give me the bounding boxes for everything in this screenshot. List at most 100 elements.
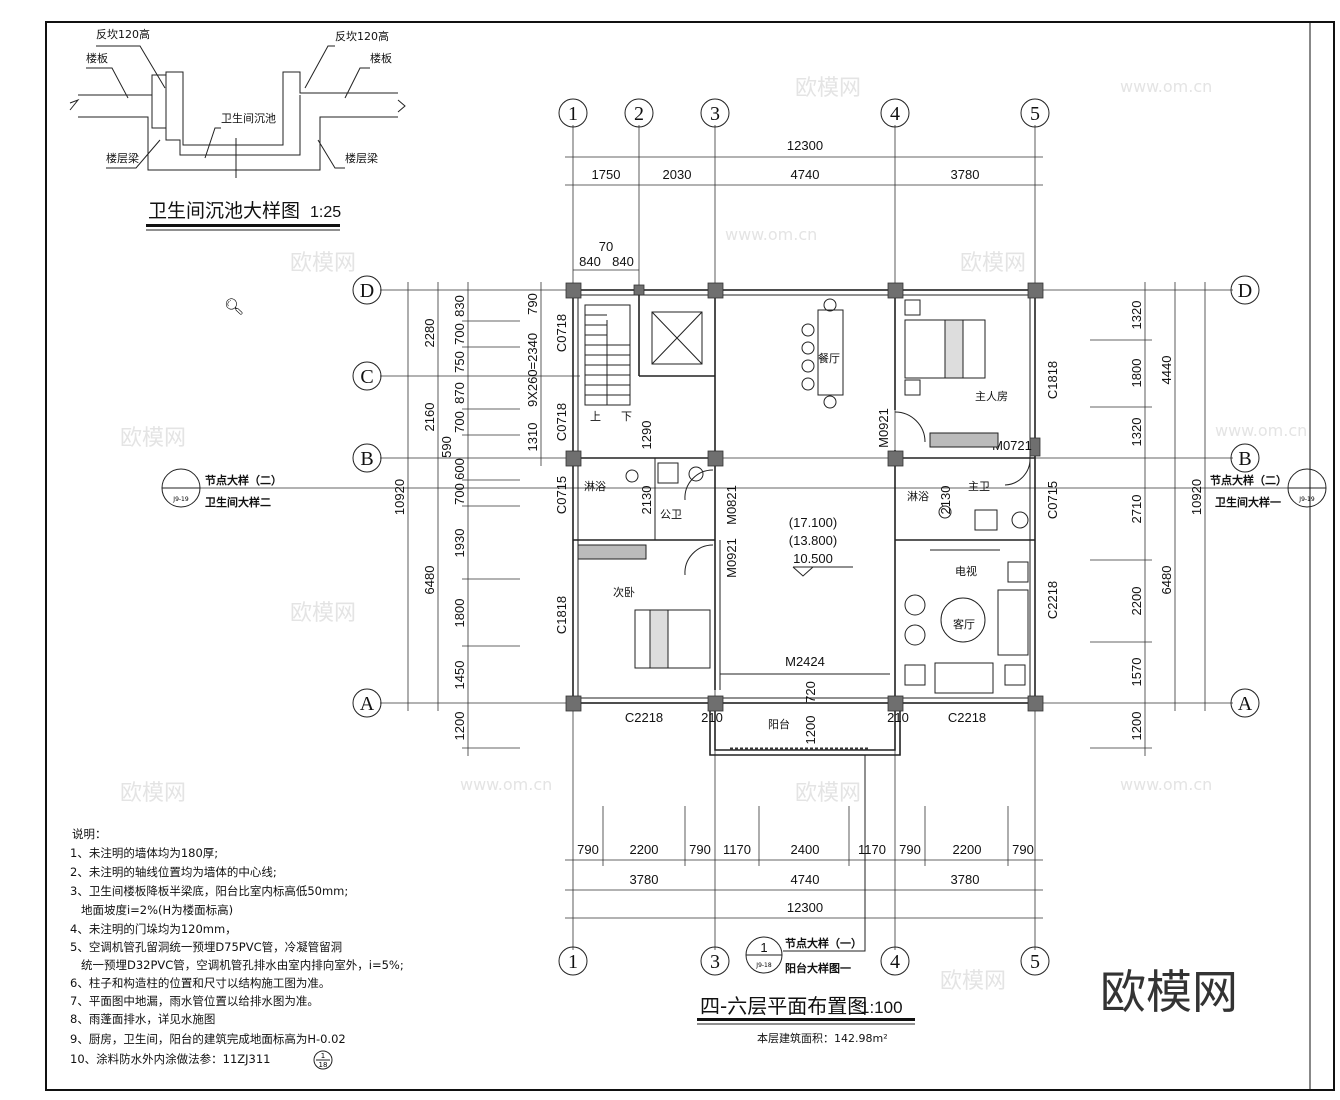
stair: 上 下	[584, 304, 703, 423]
general-notes: 说明： 1、未注明的墙体均为180厚; 2、未注明的轴线位置均为墙体的中心线; …	[70, 827, 404, 1070]
note-ref-symbol	[313, 1050, 333, 1070]
svg-text:790: 790	[899, 842, 921, 857]
label-curb-left: 反坎120高	[96, 27, 150, 41]
label-slab-right: 楼板	[370, 51, 392, 65]
dimensions-left: 10920 2280 2160 6480 830 700 750 870 700…	[392, 282, 542, 756]
svg-text:C: C	[360, 366, 373, 388]
second-bed	[634, 609, 711, 669]
svg-text:B: B	[1238, 448, 1251, 470]
watermark: 欧模网	[290, 601, 356, 626]
svg-text:1170: 1170	[723, 842, 751, 857]
svg-text:B: B	[360, 448, 373, 470]
structural-columns	[565, 282, 1044, 712]
svg-text:D: D	[360, 280, 374, 302]
svg-text:1170: 1170	[858, 842, 886, 857]
note-item: 2、未注明的轴线位置均为墙体的中心线;	[70, 865, 277, 879]
svg-text:4: 4	[890, 951, 900, 973]
svg-text:J9-19: J9-19	[1298, 496, 1315, 503]
dimensions-bottom: 790 2200 790 1170 2400 1170 790 2200 790…	[565, 806, 1043, 919]
master-wardrobe	[929, 432, 999, 448]
svg-text:节点大样（二）: 节点大样（二）	[205, 473, 282, 487]
svg-text:830: 830	[452, 295, 467, 317]
svg-text:1320: 1320	[1129, 418, 1144, 447]
elevator-shaft	[651, 311, 703, 365]
svg-text:4740: 4740	[791, 872, 820, 887]
svg-text:4: 4	[890, 103, 900, 125]
svg-text:6480: 6480	[422, 566, 437, 595]
walls	[572, 289, 1036, 756]
svg-text:700: 700	[452, 411, 467, 433]
room-shower-left: 淋浴	[584, 480, 606, 493]
svg-text:9X260=2340: 9X260=2340	[525, 333, 540, 407]
svg-text:节点大样（一）: 节点大样（一）	[785, 936, 862, 950]
note-item: 7、平面图中地漏，雨水管位置以给排水图为准。	[70, 994, 319, 1008]
svg-text:A: A	[360, 693, 375, 715]
door-m0821: M0821	[724, 485, 739, 525]
watermark: 欧模网	[290, 251, 356, 276]
watermark: 欧模网	[120, 426, 186, 451]
callout-right: J9-19 节点大样（二） 卫生间大样一	[1210, 468, 1327, 509]
zoom-icon[interactable]: 🔍︎	[224, 297, 244, 316]
svg-text:10920: 10920	[392, 479, 407, 515]
svg-text:1570: 1570	[1129, 658, 1144, 687]
note-item: 3、卫生间楼板降板半梁底，阳台比室内标高低50mm;	[70, 884, 348, 898]
note-item: 9、厨房，卫生间，阳台的建筑完成地面标高为H-0.02	[70, 1032, 346, 1046]
watermark-url: www.om.cn	[460, 775, 552, 794]
svg-text:2200: 2200	[630, 842, 659, 857]
svg-text:600: 600	[452, 458, 467, 480]
svg-text:5: 5	[1030, 103, 1040, 125]
svg-text:840: 840	[612, 254, 634, 269]
svg-text:4440: 4440	[1159, 356, 1174, 385]
furniture	[577, 298, 1029, 694]
stair-up-label: 上	[590, 410, 601, 423]
sofa	[934, 662, 994, 694]
svg-text:1320: 1320	[1129, 301, 1144, 330]
axis-bubble-2-top: 2	[624, 98, 654, 128]
svg-text:10920: 10920	[1189, 479, 1204, 515]
axis-bubble-B-right: B	[1230, 443, 1260, 473]
logo-watermark: 欧模网	[1100, 965, 1238, 1019]
room-balcony: 阳台	[768, 717, 790, 731]
svg-text:(13.800): (13.800)	[789, 533, 837, 548]
svg-text:5: 5	[1030, 951, 1040, 973]
door-m0721: M0721	[992, 438, 1032, 453]
floor-area: 本层建筑面积：142.98m²	[757, 1031, 888, 1045]
coffee-table	[940, 597, 986, 643]
door-m0921: M0921	[876, 408, 891, 448]
note-item: 8、雨蓬面排水，详见水施图	[70, 1012, 215, 1026]
svg-text:2200: 2200	[953, 842, 982, 857]
detail-scale: 1:25	[310, 204, 341, 221]
dimensions-right: 1320 1800 1320 2710 2200 1570 1200 4440 …	[1090, 282, 1206, 756]
svg-text:210: 210	[701, 710, 723, 725]
label-pit: 卫生间沉池	[221, 111, 276, 125]
axis-bubble-A-left: A	[352, 688, 382, 718]
svg-text:2200: 2200	[1129, 587, 1144, 616]
svg-text:3: 3	[710, 951, 720, 973]
svg-text:750: 750	[452, 351, 467, 373]
svg-text:12300: 12300	[787, 900, 823, 915]
door-m0921: M0921	[724, 538, 739, 578]
window-c0718: C0718	[554, 403, 569, 441]
svg-text:1200: 1200	[803, 716, 818, 745]
svg-text:1310: 1310	[525, 423, 540, 452]
svg-text:18: 18	[319, 1061, 328, 1069]
svg-text:790: 790	[1012, 842, 1034, 857]
room-dining: 餐厅	[818, 351, 840, 365]
svg-text:12300: 12300	[787, 138, 823, 153]
svg-text:700: 700	[452, 323, 467, 345]
note-item: 4、未注明的门垛均为120mm，	[70, 922, 237, 936]
svg-text:卫生间大样一: 卫生间大样一	[1215, 495, 1281, 509]
title-text: 四-六层平面布置图	[700, 994, 867, 1018]
svg-text:(17.100): (17.100)	[789, 515, 837, 530]
axis-bubble-D-left: D	[352, 275, 382, 305]
note-item: 10、涂料防水外内涂做法参：11ZJ311	[70, 1052, 271, 1066]
svg-text:790: 790	[689, 842, 711, 857]
dining-table	[817, 309, 844, 396]
svg-text:1800: 1800	[452, 599, 467, 628]
svg-text:1: 1	[760, 940, 767, 955]
room-master: 主人房	[975, 390, 1008, 403]
room-living: 客厅	[953, 617, 975, 631]
elevation-marker: (17.100) (13.800) 10.500	[789, 515, 853, 577]
svg-text:790: 790	[577, 842, 599, 857]
room-tv: 电视	[955, 564, 977, 578]
